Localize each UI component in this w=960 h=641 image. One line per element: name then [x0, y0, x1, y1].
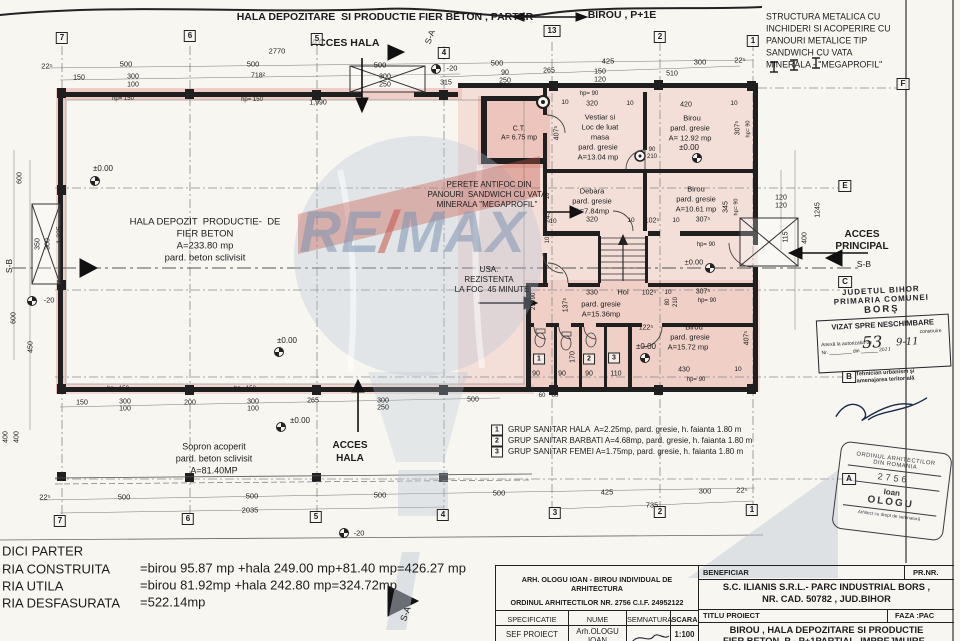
project-info-cell: BENEFICIAR PR.NR. S.C. ILIANIS S.R.L.- P… — [699, 566, 954, 641]
scara-value: 1:100 — [671, 626, 699, 641]
beneficiar-label: BENEFICIAR — [703, 568, 749, 577]
level-symbols — [27, 64, 715, 538]
faza-label: FAZA :PAC — [895, 611, 935, 620]
handwritten-number: 53 — [861, 332, 883, 353]
col-semnatura: SEMNATURA — [627, 611, 672, 626]
vizat-box: VIZAT SPRE NESCHIMBARE construire Anexă … — [815, 313, 952, 374]
sanitary-fixtures — [534, 328, 597, 351]
titlu-line1: BIROU , HALA DEPOZITARE SI PRODUCTIE — [729, 625, 924, 635]
row-nume: Arh.OLOGU IOAN — [569, 626, 627, 641]
row-semnatura — [627, 626, 671, 641]
scan-edge — [0, 6, 763, 18]
architect-office-line2: ORDINUL ARHITECTILOR NR. 2756 C.I.F. 249… — [510, 598, 684, 607]
beneficiar-line1: S.C. ILIANIS S.R.L.- PARC INDUSTRIAL BOR… — [722, 582, 931, 592]
col-nume: NUME — [569, 611, 627, 626]
door-swing — [533, 114, 754, 348]
handwritten-date: 9-11 — [895, 336, 919, 349]
steel-column-icon — [770, 57, 820, 73]
col-scara: SCARA — [671, 611, 699, 626]
titlu-label: TITLU PROIECT — [703, 611, 760, 620]
col-specificatie: SPECIFICATIE — [496, 611, 569, 626]
prnr-label: PR.NR. — [913, 568, 939, 577]
wall-highlight — [56, 84, 760, 394]
signature-icon — [631, 634, 669, 641]
stairs-arrow — [618, 234, 628, 245]
official-signature-icon — [834, 397, 927, 421]
dimension-lines — [13, 59, 796, 514]
beneficiar-line2: NR. CAD. 50782 , JUD.BIHOR — [762, 594, 891, 604]
row-sef-proiect: SEF PROIECT — [496, 626, 569, 641]
architect-order-stamp: ORDINUL ARHITECTILOR DIN ROMANIA 2756 Io… — [831, 440, 953, 542]
architect-office-cell: ARH. OLOGU IOAN - BIROU INDIVIDUAL DE AR… — [496, 566, 699, 611]
title-block: ARH. OLOGU IOAN - BIROU INDIVIDUAL DE AR… — [495, 565, 954, 641]
primaria-stamp: JUDETUL BIHOR PRIMARIA COMUNEI BORŞ VIZA… — [814, 283, 955, 438]
titlu-line2: FIER BETON ,P - P+1PARTIAL, IMPREJMUIRE … — [723, 636, 930, 641]
architect-office-line1: ARH. OLOGU IOAN - BIROU INDIVIDUAL DE AR… — [521, 575, 673, 593]
